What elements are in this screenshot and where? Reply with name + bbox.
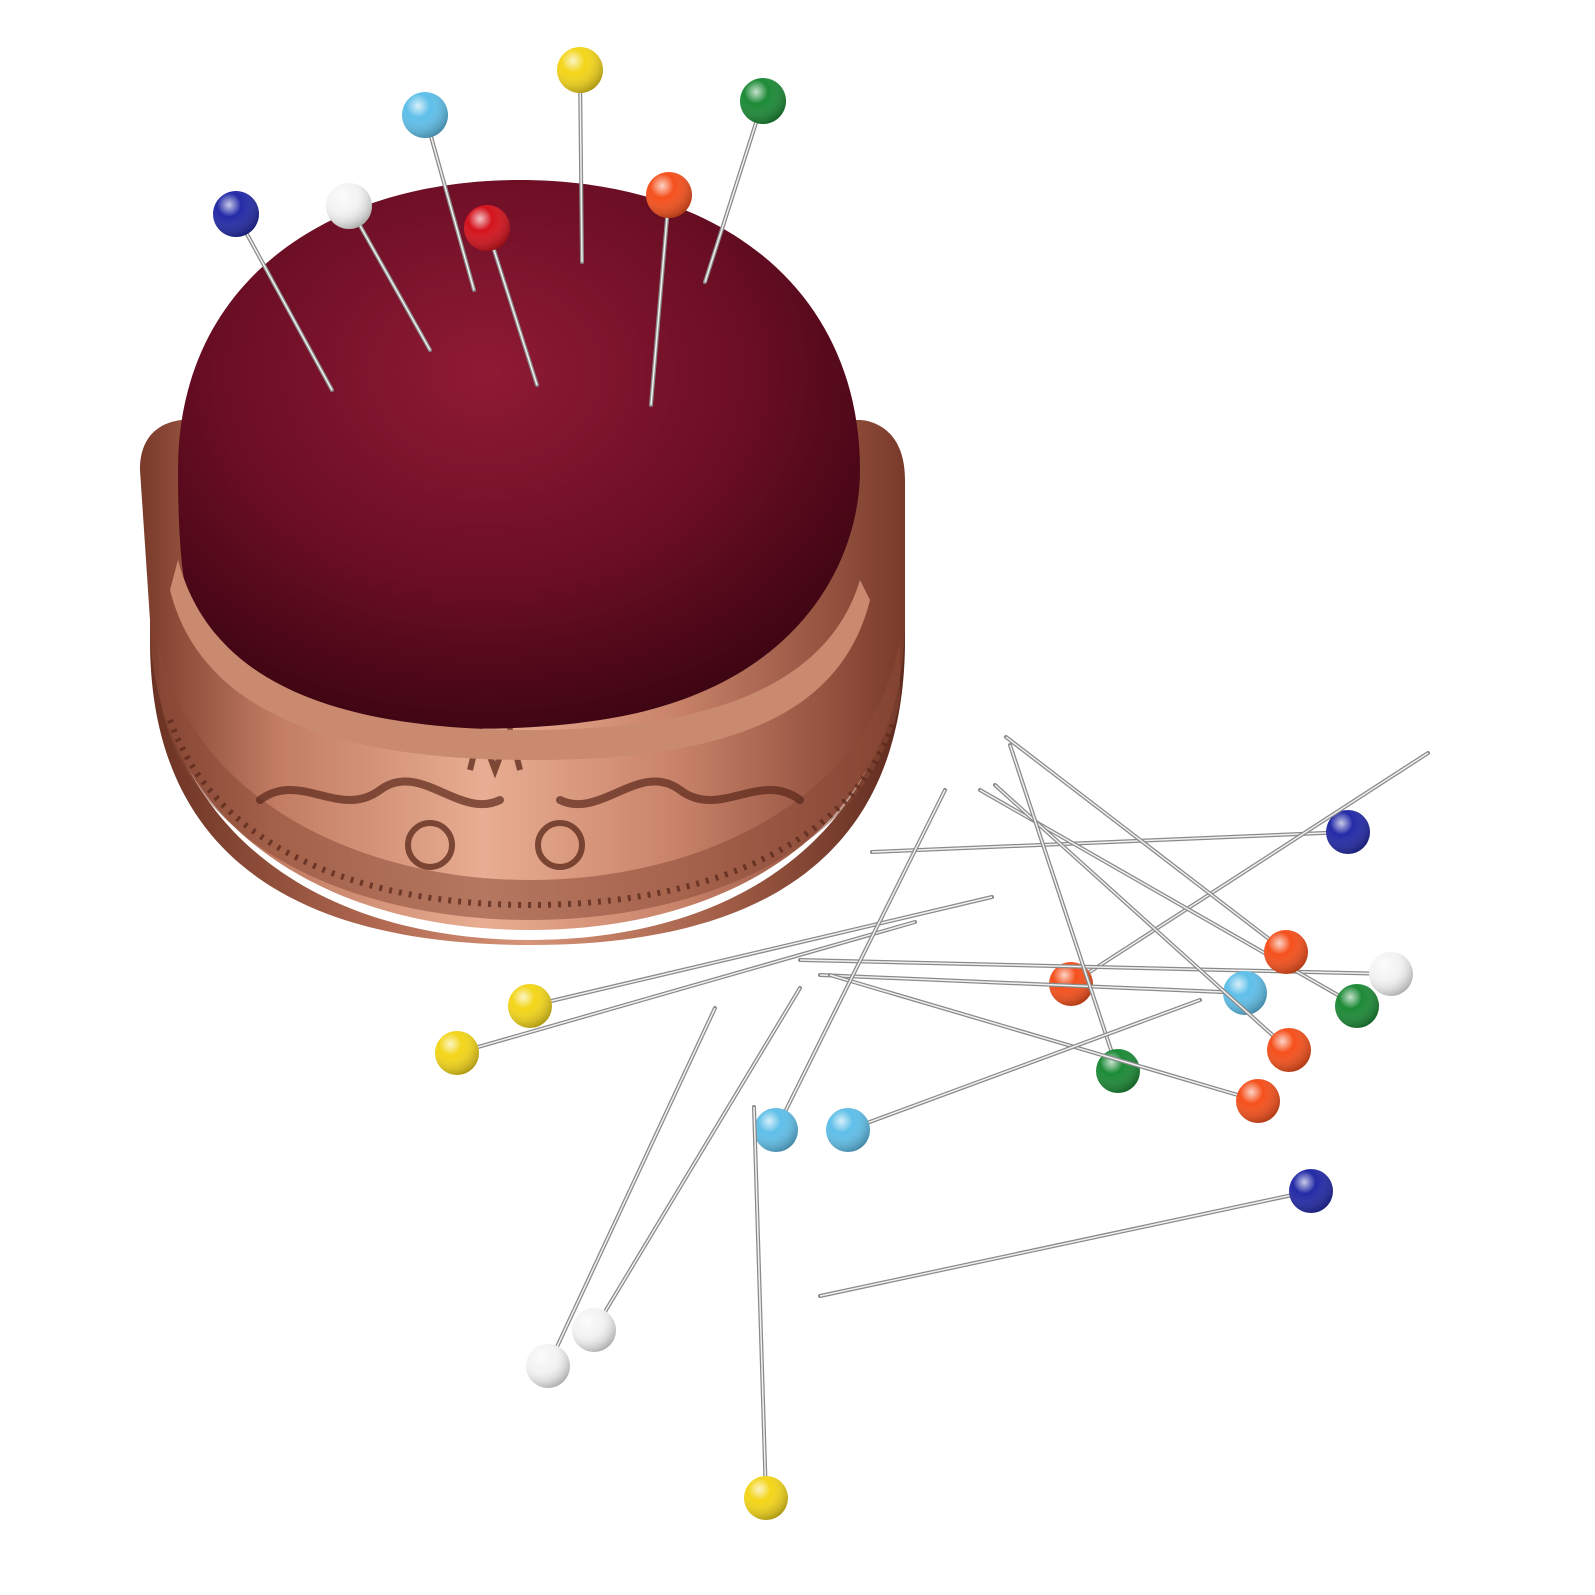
- pin-shaft-highlight: [704, 100, 764, 283]
- copper-ornament-band: [158, 640, 900, 920]
- pin-shaft-highlight: [1009, 744, 1119, 1072]
- pin-shaft-highlight: [486, 227, 538, 386]
- pin-head-shine: [1223, 971, 1267, 1015]
- pin-head-shine: [754, 1108, 798, 1152]
- copper-scroll-ornament: [256, 777, 804, 809]
- pin-head-shine: [1326, 810, 1370, 854]
- pin-yellow-4: [557, 47, 603, 264]
- pin-head-shine: [508, 984, 552, 1028]
- pin-yellow-9: [508, 895, 994, 1028]
- pin-red-3: [464, 205, 539, 387]
- pin-head-shine: [1096, 1049, 1140, 1093]
- cushion-pins: [213, 47, 786, 407]
- pin-head-shine: [1264, 930, 1308, 974]
- pin-navy-16: [818, 1169, 1333, 1298]
- pin-shaft-highlight: [819, 974, 1246, 994]
- pin-white-13: [572, 986, 802, 1352]
- pin-head-shine: [557, 47, 603, 93]
- velvet-dome: [178, 180, 860, 729]
- pin-head-shine: [1369, 952, 1413, 996]
- pin-head-shine: [526, 1344, 570, 1388]
- pin-head-shine: [1289, 1169, 1333, 1213]
- pin-shaft-highlight: [593, 987, 801, 1331]
- pin-head-shine: [646, 172, 692, 218]
- pin-navy-0: [870, 810, 1370, 854]
- pin-head-shine: [464, 205, 510, 251]
- pin-navy-0: [213, 191, 334, 392]
- velvet-cushion: [170, 180, 870, 760]
- pin-shaft-highlight: [1005, 736, 1287, 953]
- pin-shaft-highlight: [424, 114, 475, 291]
- pin-white-14: [526, 1006, 717, 1388]
- pin-orange-5: [1004, 735, 1308, 974]
- pin-shaft-highlight: [994, 784, 1290, 1051]
- pin-head-shine: [213, 191, 259, 237]
- pin-yellow-10: [435, 920, 917, 1075]
- pin-shaft-highlight: [871, 831, 1349, 853]
- pin-green-7: [1008, 743, 1140, 1093]
- pin-orange-5: [646, 172, 692, 407]
- pin-sky-4: [818, 971, 1267, 1015]
- pin-head-shine: [744, 1476, 788, 1520]
- pin-shaft-highlight: [579, 69, 583, 263]
- pin-head-shine: [826, 1108, 870, 1152]
- pin-shaft-highlight: [235, 213, 333, 391]
- pin-head-shine: [572, 1308, 616, 1352]
- copper-beaded-rim: [167, 718, 898, 909]
- pin-head-shine: [326, 183, 372, 229]
- pin-head-shine: [740, 78, 786, 124]
- pin-head-shine: [1236, 1079, 1280, 1123]
- pin-shaft-highlight: [456, 921, 916, 1054]
- pin-shaft-highlight: [529, 896, 993, 1007]
- pin-white-1: [326, 183, 432, 352]
- pin-head-shine: [1267, 1028, 1311, 1072]
- pin-yellow-15: [744, 1105, 788, 1520]
- pin-head-shine: [1335, 984, 1379, 1028]
- pin-orange-8: [828, 973, 1280, 1123]
- pin-head-shine: [435, 1031, 479, 1075]
- pin-shaft-highlight: [547, 1007, 716, 1367]
- pin-green-6: [703, 78, 786, 284]
- loose-pins: [435, 735, 1430, 1520]
- pin-sky-11: [754, 788, 947, 1152]
- pin-shaft-highlight: [348, 205, 431, 351]
- pin-shaft-highlight: [819, 1190, 1312, 1297]
- pin-shaft-highlight: [829, 974, 1259, 1102]
- pin-shaft-highlight: [1070, 752, 1429, 985]
- pin-sky-2: [402, 92, 476, 292]
- pin-shaft-highlight: [847, 999, 1201, 1131]
- pin-shaft-highlight: [650, 194, 670, 406]
- copper-inner-lip: [170, 560, 870, 760]
- pin-sky-12: [826, 998, 1202, 1152]
- pin-head-shine: [402, 92, 448, 138]
- pin-shaft-highlight: [775, 789, 946, 1131]
- pin-white-2: [798, 952, 1413, 996]
- pin-orange-6: [993, 783, 1311, 1072]
- pin-shaft-highlight: [753, 1106, 767, 1499]
